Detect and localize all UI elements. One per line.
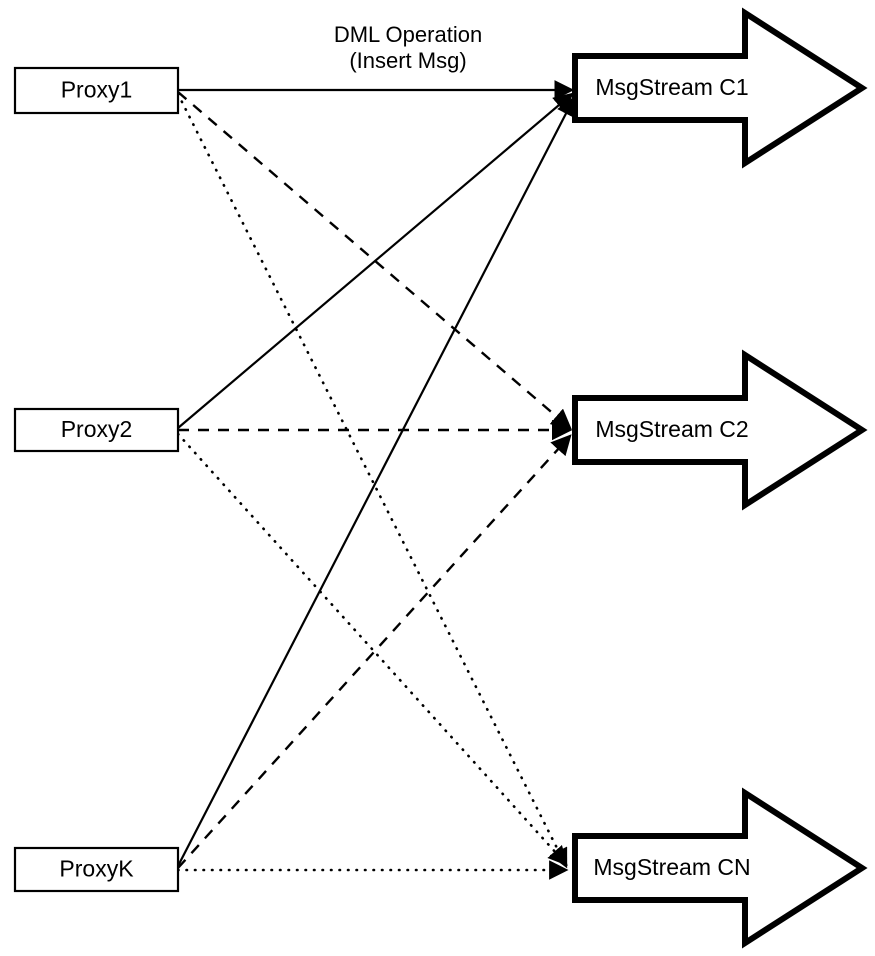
edge-proxyk-to-stream-c2[interactable]: [177, 434, 572, 869]
proxy-label: Proxy1: [61, 77, 133, 103]
edge-proxy1-to-stream-c2[interactable]: [177, 91, 572, 430]
block-arrow-icon[interactable]: [572, 349, 868, 511]
edge-label-line1: DML Operation: [334, 22, 482, 47]
edge-label-line2: (Insert Msg): [349, 48, 466, 73]
edge-label-dml-operation: DML Operation (Insert Msg): [334, 22, 482, 73]
proxy-label: ProxyK: [59, 856, 134, 882]
msgstream-label: MsgStream CN: [593, 854, 750, 880]
edge-proxy1-to-stream-cn[interactable]: [176, 92, 568, 869]
proxy-node-proxy2[interactable]: Proxy2: [13, 407, 180, 453]
msgstream-label: MsgStream C2: [595, 416, 748, 442]
block-arrow-icon[interactable]: [572, 7, 868, 169]
proxy-node-proxy1[interactable]: Proxy1: [13, 66, 180, 115]
edge-proxyk-to-stream-c1[interactable]: [177, 96, 576, 867]
proxy-box[interactable]: [13, 407, 180, 453]
proxy-box[interactable]: [13, 66, 180, 115]
proxy-box[interactable]: [13, 846, 180, 893]
edge-proxy2-to-stream-cn[interactable]: [176, 432, 568, 866]
msgstream-node-c1[interactable]: MsgStream C1: [572, 7, 868, 169]
proxy-label: Proxy2: [61, 416, 133, 442]
edge-proxy2-to-stream-c1[interactable]: [177, 92, 574, 429]
msgstream-node-c2[interactable]: MsgStream C2: [572, 349, 868, 511]
edge-layer: [176, 80, 576, 880]
msgstream-node-cn[interactable]: MsgStream CN: [572, 787, 868, 949]
msgstream-label: MsgStream C1: [595, 74, 748, 100]
proxy-node-proxyk[interactable]: ProxyK: [13, 846, 180, 893]
block-arrow-icon[interactable]: [572, 787, 868, 949]
